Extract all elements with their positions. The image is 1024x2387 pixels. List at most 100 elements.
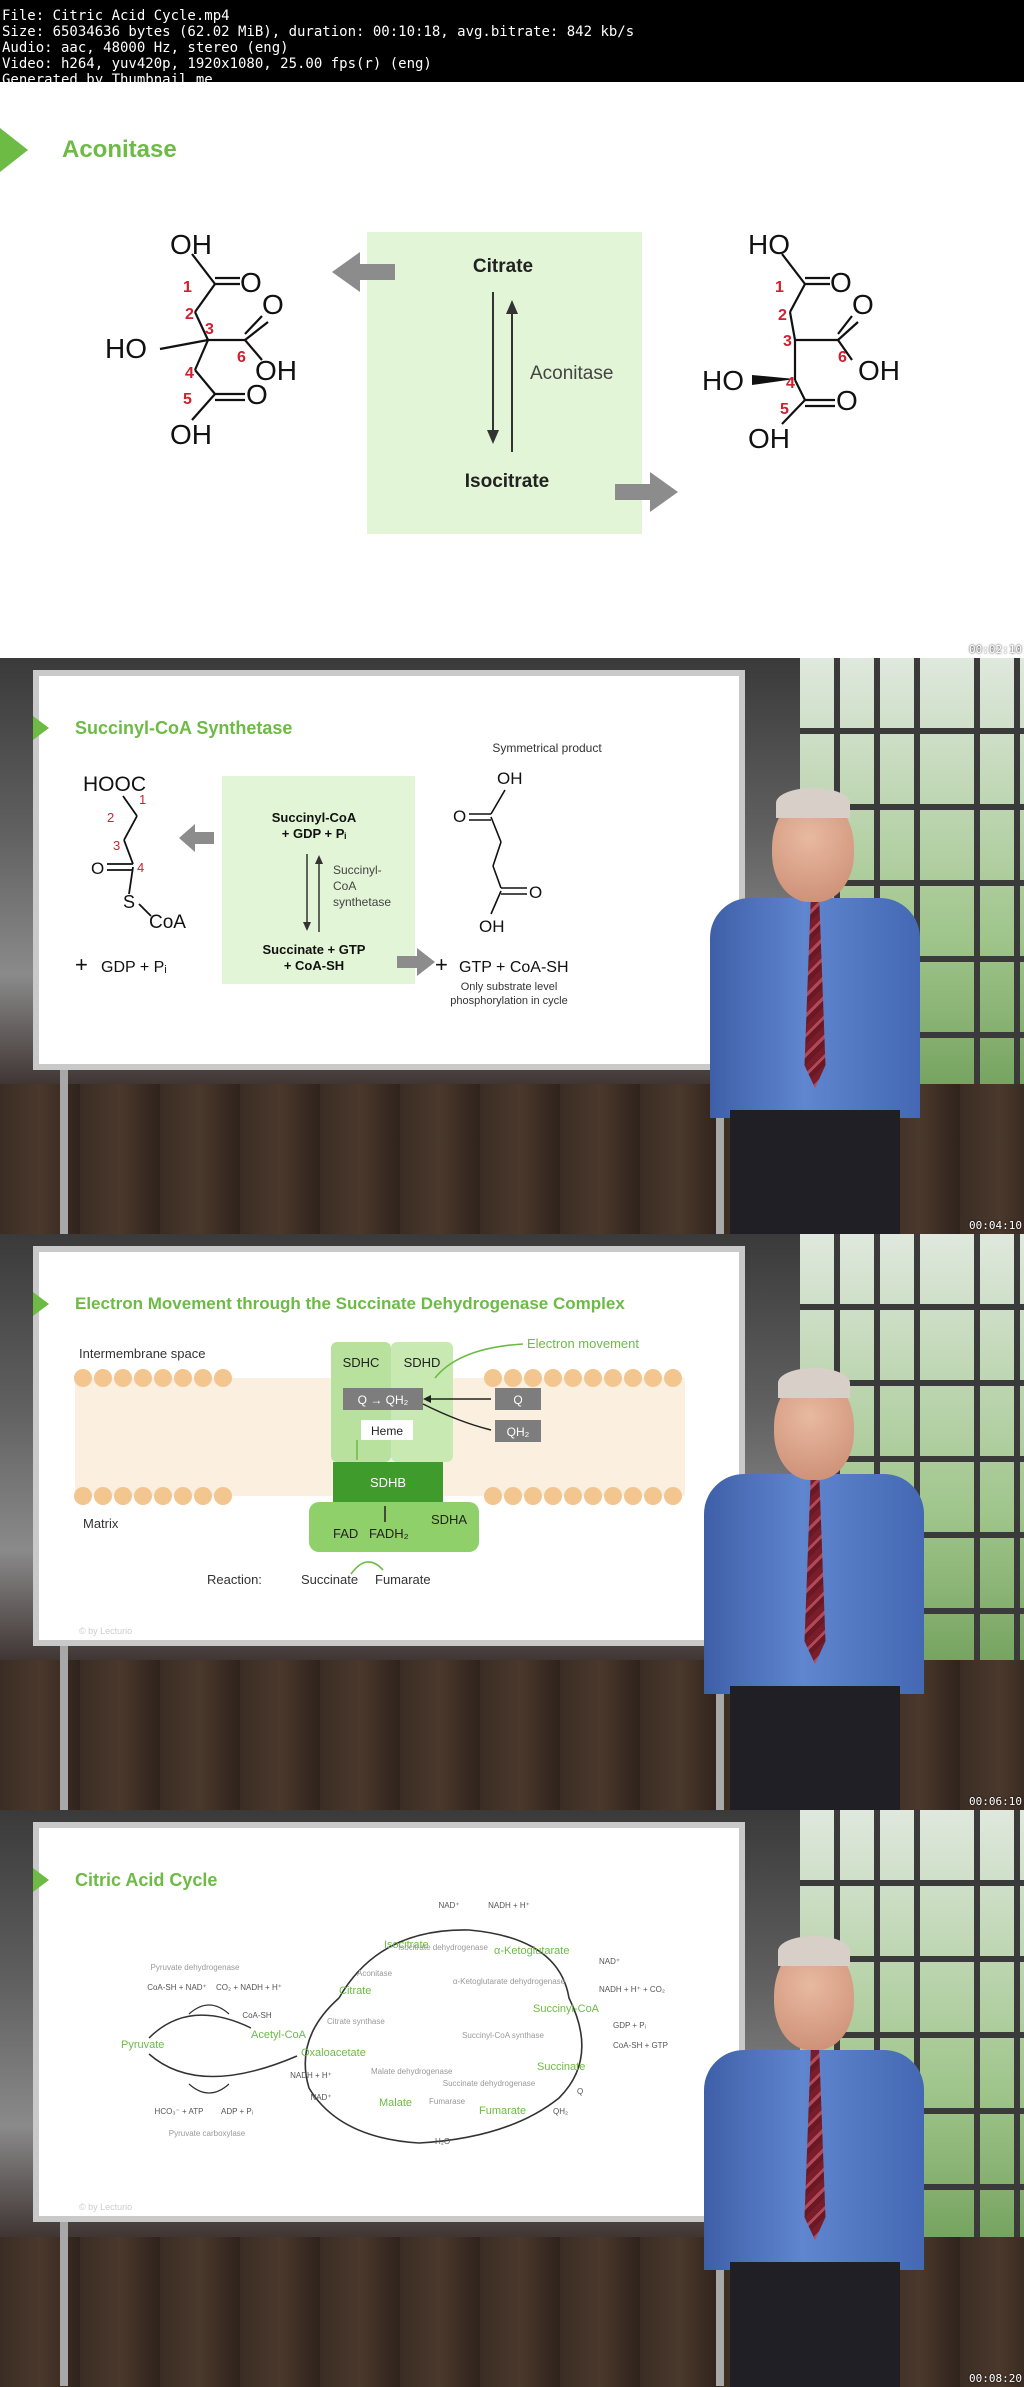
thumbnail-frame-1[interactable]: Aconitase Citrate Isocitrate Aconitase xyxy=(0,82,1024,658)
svg-text:NAD⁺: NAD⁺ xyxy=(438,1901,459,1910)
svg-text:Heme: Heme xyxy=(371,1424,403,1438)
svg-text:SDHC: SDHC xyxy=(343,1355,380,1370)
slide-marker-icon xyxy=(33,1292,49,1316)
carbon-number: 6 xyxy=(838,349,847,366)
atom-label: S xyxy=(123,892,135,912)
board-stand xyxy=(60,1644,68,1810)
svg-text:CoA-SH + GTP: CoA-SH + GTP xyxy=(613,2041,668,2050)
atom-label: CoA xyxy=(149,912,186,933)
svg-text:Succinyl-CoA synthase: Succinyl-CoA synthase xyxy=(462,2031,544,2040)
presentation-board: Citric Acid Cycle Citrate Isocitrate α-K… xyxy=(33,1822,745,2222)
fumarate-label: Fumarate xyxy=(375,1572,431,1587)
carbon-number: 6 xyxy=(237,349,246,366)
right-arrow-icon xyxy=(397,948,435,976)
board-stand xyxy=(716,1644,724,1810)
thumbnail-frame-3[interactable]: Electron Movement through the Succinate … xyxy=(0,1234,1024,1810)
carbon-number: 1 xyxy=(775,279,784,296)
presentation-board: Succinyl-CoA Synthetase HOOC 1 2 3 4 O S… xyxy=(33,670,745,1070)
aconitase-diagram: Citrate Isocitrate Aconitase xyxy=(105,229,900,534)
qh2-box xyxy=(495,1420,541,1442)
svg-text:CoA: CoA xyxy=(333,879,356,893)
svg-text:HCO₃⁻ + ATP: HCO₃⁻ + ATP xyxy=(155,2107,204,2116)
svg-text:Pyruvate dehydrogenase: Pyruvate dehydrogenase xyxy=(151,1963,241,1972)
svg-text:SDHA: SDHA xyxy=(431,1512,467,1527)
atom-label: OH xyxy=(748,423,790,454)
svg-text:NADH + H⁺: NADH + H⁺ xyxy=(488,1901,530,1910)
carbon-number: 4 xyxy=(137,860,144,875)
svg-text:Succinate dehydrogenase: Succinate dehydrogenase xyxy=(443,2079,536,2088)
svg-text:α-Ketoglutarate dehydrogenase: α-Ketoglutarate dehydrogenase xyxy=(453,1977,566,1986)
frame-timestamp: 00:02:10 xyxy=(969,643,1022,656)
svg-text:Q: Q xyxy=(513,1393,522,1407)
svg-text:SDHD: SDHD xyxy=(404,1355,441,1370)
svg-text:NAD⁺: NAD⁺ xyxy=(310,2093,331,2102)
svg-text:Succinyl-CoA: Succinyl-CoA xyxy=(272,810,357,825)
presenter xyxy=(690,748,950,1234)
right-arrow-icon xyxy=(615,472,678,512)
plus-sign: + xyxy=(75,952,88,977)
slide-title: Electron Movement through the Succinate … xyxy=(75,1294,625,1313)
video-info: Video: h264, yuv420p, 1920x1080, 25.00 f… xyxy=(2,56,432,72)
svg-text:Pyruvate: Pyruvate xyxy=(121,2039,164,2051)
thumbnail-frame-2[interactable]: Succinyl-CoA Synthetase HOOC 1 2 3 4 O S… xyxy=(0,658,1024,1234)
svg-text:Fumarate: Fumarate xyxy=(479,2105,526,2117)
studio-window xyxy=(940,658,1024,1128)
carbon-number: 1 xyxy=(183,279,192,296)
svg-text:ADP + Pᵢ: ADP + Pᵢ xyxy=(221,2107,253,2116)
watermark: © by Lecturio xyxy=(79,2202,132,2212)
svg-text:Succinate + GTP: Succinate + GTP xyxy=(263,942,366,957)
atom-label: O xyxy=(830,267,852,298)
atom-label: HO xyxy=(105,333,147,364)
studio-window xyxy=(940,1810,1024,2280)
frame-timestamp: 00:04:10 xyxy=(969,1219,1022,1232)
svg-text:Isocitrate dehydrogenase: Isocitrate dehydrogenase xyxy=(398,1943,488,1952)
reaction-label: Reaction: xyxy=(207,1572,262,1587)
thumbnail-frame-4[interactable]: Citric Acid Cycle Citrate Isocitrate α-K… xyxy=(0,1810,1024,2387)
svg-text:Succinyl-: Succinyl- xyxy=(333,863,382,877)
file-size: Size: 65034636 bytes (62.02 MiB), durati… xyxy=(2,24,635,40)
isocitrate-structure xyxy=(781,253,859,425)
sdha-subunit xyxy=(309,1502,479,1552)
watermark: © by Lecturio xyxy=(79,1626,132,1636)
svg-text:QH₂: QH₂ xyxy=(507,1425,530,1439)
frame-timestamp: 00:08:20 xyxy=(969,2372,1022,2385)
carbon-number: 3 xyxy=(783,333,792,350)
atom-label: OH xyxy=(170,419,212,450)
carbon-number: 3 xyxy=(113,838,120,853)
atom-label: O xyxy=(262,289,284,320)
atom-label: O xyxy=(240,267,262,298)
svg-text:Isocitrate: Isocitrate xyxy=(384,1939,429,1951)
svg-text:GDP + Pᵢ: GDP + Pᵢ xyxy=(613,2021,646,2030)
file-name: File: Citric Acid Cycle.mp4 xyxy=(2,8,230,24)
phosphorylation-note: phosphorylation in cycle xyxy=(450,995,567,1007)
q-reduction-box xyxy=(343,1388,423,1410)
gtp-label: GTP + CoA-SH xyxy=(459,959,569,976)
board-stand xyxy=(716,1068,724,1234)
carbon-number: 3 xyxy=(205,321,214,338)
atom-label: O xyxy=(453,807,466,826)
citric-acid-cycle-diagram: Citrate Isocitrate α-Ketoglutarate Succi… xyxy=(79,1901,668,2212)
atom-label: O xyxy=(246,379,268,410)
carbon-number: 4 xyxy=(786,375,795,392)
carbon-number: 2 xyxy=(185,306,194,323)
slide-marker-icon xyxy=(33,716,49,740)
atom-label: OH xyxy=(479,917,505,936)
svg-text:Oxaloacetate: Oxaloacetate xyxy=(301,2047,366,2059)
plus-sign: + xyxy=(435,952,448,977)
presenter xyxy=(690,1324,950,1810)
sdh-diagram: Intermembrane space SDHC SDHD Q → QH₂ He… xyxy=(74,1336,685,1636)
svg-text:Acetyl-CoA: Acetyl-CoA xyxy=(251,2029,307,2041)
svg-text:Citrate synthase: Citrate synthase xyxy=(327,2017,385,2026)
svg-text:H₂O: H₂O xyxy=(435,2137,450,2146)
svg-text:synthetase: synthetase xyxy=(333,895,391,909)
atom-label: OH xyxy=(858,355,900,386)
presenter xyxy=(690,1900,950,2387)
svg-text:Succinate: Succinate xyxy=(537,2061,585,2073)
reaction-box xyxy=(367,232,642,534)
svg-text:QH₂: QH₂ xyxy=(553,2107,568,2116)
svg-text:α-Ketoglutarate: α-Ketoglutarate xyxy=(494,1945,569,1957)
svg-text:CoA-SH + NAD⁺: CoA-SH + NAD⁺ xyxy=(147,1983,207,1992)
svg-text:Q: Q xyxy=(577,2087,583,2096)
svg-text:Pyruvate carboxylase: Pyruvate carboxylase xyxy=(169,2129,246,2138)
frame-timestamp: 00:06:10 xyxy=(969,1795,1022,1808)
